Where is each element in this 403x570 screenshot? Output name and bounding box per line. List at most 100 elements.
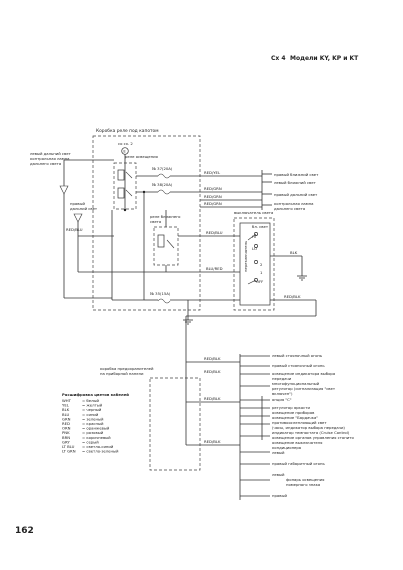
headlight-relay-coil-2 <box>117 187 125 199</box>
relay-box-outline <box>92 135 201 311</box>
wire-code-blu-red: BLU/RED <box>206 266 223 271</box>
output-label: освещение индикатора выбора <box>272 371 335 376</box>
switch-contact <box>254 232 258 236</box>
legend-code: WHT <box>62 398 72 403</box>
output-label: освещение "Бардачка" <box>272 415 318 420</box>
legend-code: GRY <box>62 439 70 444</box>
switch-position-lo: LO <box>252 246 257 251</box>
headlight-relay-label: реле освещения <box>125 154 158 159</box>
legend-color-name: = оранжевый <box>82 426 110 431</box>
wire-code-red-blk-4: RED/BLK <box>204 439 221 444</box>
switch-position-off: OFF <box>256 279 263 284</box>
left-high-beam-label-2: контрольная лампа <box>30 156 69 161</box>
dash-fuse-box-outline <box>149 377 201 471</box>
left-low-beam-label: левый ближний свет <box>274 180 317 185</box>
switch-contact <box>254 278 258 282</box>
headlight-relay-contact <box>125 171 133 179</box>
legend-code: LT GRN <box>62 449 76 454</box>
wire-code-red-blk-3: RED/BLK <box>204 396 221 401</box>
output-label: противоослепляющий свет <box>272 420 327 425</box>
right-high-beam-lamp-icon <box>73 213 83 223</box>
output-label: освещение приборов <box>272 410 315 415</box>
headlight-relay-coil <box>117 169 125 181</box>
low-beam-relay-label: реле ближнего <box>150 214 181 219</box>
legend-color-name: = желтый <box>82 403 103 408</box>
junction-dot <box>123 208 127 212</box>
legend-code: LT BLU <box>62 444 75 449</box>
legend-color-name: = светло-зеленый <box>82 449 119 454</box>
wire-code-red-blk-switch: RED/BLK <box>284 294 301 299</box>
wire-code-red-grn: RED/GRN <box>204 186 222 191</box>
low-beam-relay-coil <box>157 234 165 248</box>
output-label: правый стояночный огонь <box>272 363 325 368</box>
legend-code: ORN <box>62 426 71 431</box>
wire-code-red-grn-3: RED/GRN <box>204 201 222 206</box>
switch-contact <box>254 244 258 248</box>
output-label: (часы, индикатор выбора передачи) <box>272 425 345 430</box>
wire-code-red-grn-2: RED/GRN <box>204 194 222 199</box>
wire-code-red-blu-left: RED/BLU <box>66 227 83 232</box>
output-label: освещение выключателя <box>272 440 322 445</box>
low-beam-relay-label-2: света <box>150 219 161 224</box>
right-high-beam-label-2: дальний свет <box>70 206 98 211</box>
low-beam-relay <box>153 226 179 266</box>
light-switch-label: выключатель света <box>234 210 273 215</box>
junction-dot <box>142 190 146 194</box>
output-label: левый <box>272 450 285 455</box>
dash-fuse-box-label-2: на приборной панели <box>100 371 144 376</box>
output-label: левый стояночный огонь <box>272 353 323 358</box>
legend-color-name: = серый <box>82 439 99 444</box>
figure-number: Сх 4 <box>271 55 286 62</box>
switch-position-2: 2 <box>260 262 263 267</box>
legend-color-name: = белый <box>82 398 99 403</box>
legend-color-name: = светло-синий <box>82 444 114 449</box>
switch-lever <box>247 279 257 285</box>
high-beam-indicator-label: контрольная лампа <box>274 201 313 206</box>
legend-title: Расшифровка цветов кабелей <box>62 392 129 397</box>
output-label: левый <box>272 472 285 477</box>
output-label: опция "С" <box>272 397 292 402</box>
headlight-relay-contact-2 <box>125 189 133 197</box>
output-label: правый габаритный огонь <box>272 461 325 466</box>
fuse-35 <box>157 298 171 304</box>
output-label: номерного знака <box>286 482 320 487</box>
output-label: включен") <box>272 391 293 396</box>
dash-fuse-box-label: коробка предохранителей <box>100 366 154 371</box>
fuse-35-label: № 35(15A) <box>150 291 171 296</box>
high-beam-indicator-label-2: дальнего света <box>274 206 305 211</box>
low-beam-relay-contact <box>166 239 175 249</box>
legend-code: BLK <box>62 407 70 412</box>
left-high-beam-lamp-icon <box>59 185 69 195</box>
light-switch-outline <box>233 217 275 311</box>
legend-color-name: = черный <box>82 407 102 412</box>
output-label: многофункциональный <box>272 381 320 386</box>
legend-color-name: = синий <box>82 412 99 417</box>
legend-color-name: = красный <box>82 421 104 426</box>
connector-e-label: E <box>123 149 126 154</box>
right-high-beam-label: правый <box>70 201 85 206</box>
legend-color-name: = розовый <box>82 430 104 435</box>
legend-code: BRN <box>62 435 70 440</box>
output-label: передачи <box>272 376 292 381</box>
diagram-title: Модели KY, KP и KT <box>290 55 359 62</box>
page-number: 162 <box>15 526 34 536</box>
fuse-37 <box>157 173 171 179</box>
light-switch-body <box>239 222 271 306</box>
wire-code-red-blk-2: RED/BLK <box>204 369 221 374</box>
headlight-relay <box>113 162 137 210</box>
legend-code: PNK <box>62 430 70 435</box>
legend-code: GRN <box>62 416 71 421</box>
output-label: индикатор темпостата (Cruise Control) <box>272 430 350 435</box>
light-switch-vertical-label: переключатель <box>243 240 248 272</box>
legend-color-name: = зеленый <box>82 416 104 421</box>
output-label: регулятор яркости <box>272 405 310 410</box>
switch-contact <box>254 260 258 264</box>
output-label: фонарь освещения <box>286 477 324 482</box>
legend-code: YEL <box>62 403 70 408</box>
fuse-38 <box>157 189 171 195</box>
legend-code: RED <box>62 421 70 426</box>
right-low-beam-label: правый ближний свет <box>274 172 319 177</box>
relay-box-title: Коробка реле под капотом <box>96 127 159 134</box>
wire-code-blk: BLK <box>290 250 298 255</box>
